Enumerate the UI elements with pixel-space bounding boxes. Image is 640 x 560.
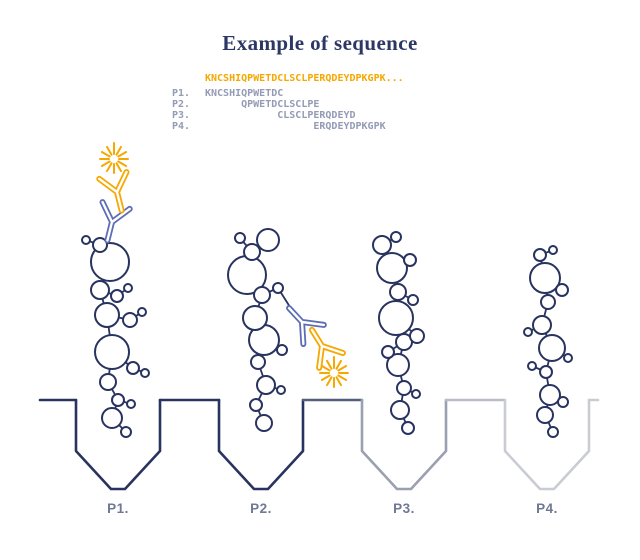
antibody-pair-bound (96, 142, 133, 244)
parent-sequence: KNCSHIQPWETDCLSCLPERQDEYDPKGPK... (205, 73, 404, 84)
peptide-sequence: ERQDEYDPKGPK (313, 121, 386, 132)
peptide-sequence: KNCSHIQPWETDC (205, 88, 284, 99)
peptide-sequence: CLSCLPERQDEYD (277, 110, 356, 121)
well-p4 (503, 398, 591, 491)
labeled-antibody-icon (308, 326, 346, 371)
peptide-label: P3. (172, 110, 191, 121)
well-label-p3: P3. (393, 501, 415, 516)
peptide-row-p1: P1. KNCSHIQPWETDC (172, 88, 404, 99)
peptide-bead-cluster-p4 (523, 245, 573, 438)
primary-antibody-icon (286, 305, 327, 347)
peptide-bead-cluster-p3 (372, 231, 425, 435)
peptide-row-p2: P2. QPWETDCLSCLPE (172, 99, 404, 110)
well-p3 (360, 398, 448, 491)
well-label-p2: P2. (250, 501, 272, 516)
figure-title: Example of sequence (222, 31, 418, 55)
peptide-row-p3: P3. CLSCLPERQDEYD (172, 110, 404, 121)
fluorophore-star-icon (319, 356, 349, 388)
well-label-p4: P4. (536, 501, 558, 516)
peptide-row-p4: P4. ERQDEYDPKGPK (172, 121, 404, 132)
labeled-antibody-icon (96, 169, 130, 214)
peptide-label: P2. (172, 99, 191, 110)
peptide-bead-cluster-p2 (227, 228, 291, 432)
well-p1 (74, 398, 162, 491)
primary-antibody-icon (99, 199, 133, 244)
peptide-sequence: QPWETDCLSCLPE (241, 99, 320, 110)
peptide-label: P4. (172, 121, 191, 132)
sequence-alignment: KNCSHIQPWETDCLSCLPERQDEYDPKGPK... P1. KN… (172, 73, 404, 132)
well-p2 (217, 398, 305, 491)
peptide-label: P1. (172, 88, 191, 99)
microplate-strip (38, 398, 600, 491)
antibody-pair-detecting (286, 305, 349, 388)
fluorophore-star-icon (99, 142, 129, 174)
well-label-p1: P1. (107, 501, 129, 516)
peptide-bead-cluster-p1 (81, 235, 150, 438)
